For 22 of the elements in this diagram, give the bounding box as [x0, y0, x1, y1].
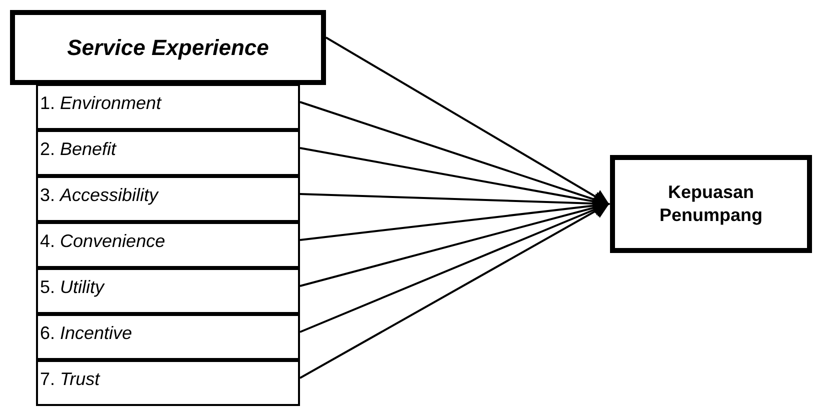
dimension-text: 4. Convenience — [40, 230, 166, 253]
dimension-row — [36, 176, 300, 222]
arrow — [326, 36, 610, 206]
outcome-box — [610, 155, 812, 253]
header-box — [10, 10, 326, 85]
dimension-row — [36, 268, 300, 314]
dimension-text: 2. Benefit — [40, 138, 116, 161]
dimension-text: 7. Trust — [40, 368, 100, 391]
dimension-row — [36, 314, 300, 360]
dimension-text: 1. Environment — [40, 92, 162, 115]
dimension-text: 6. Incentive — [40, 322, 132, 345]
dimension-row — [36, 222, 300, 268]
arrow — [300, 101, 610, 208]
dimension-row — [36, 84, 300, 130]
dimension-row — [36, 130, 300, 176]
outcome-text: Kepuasan Penumpang — [658, 180, 764, 227]
dimension-text: 5. Utility — [40, 276, 104, 299]
header-text: Service Experience — [67, 34, 269, 62]
dimension-text: 3. Accessibility — [40, 184, 158, 207]
dimension-row — [36, 360, 300, 406]
arrow — [300, 202, 610, 333]
arrow — [300, 203, 610, 379]
